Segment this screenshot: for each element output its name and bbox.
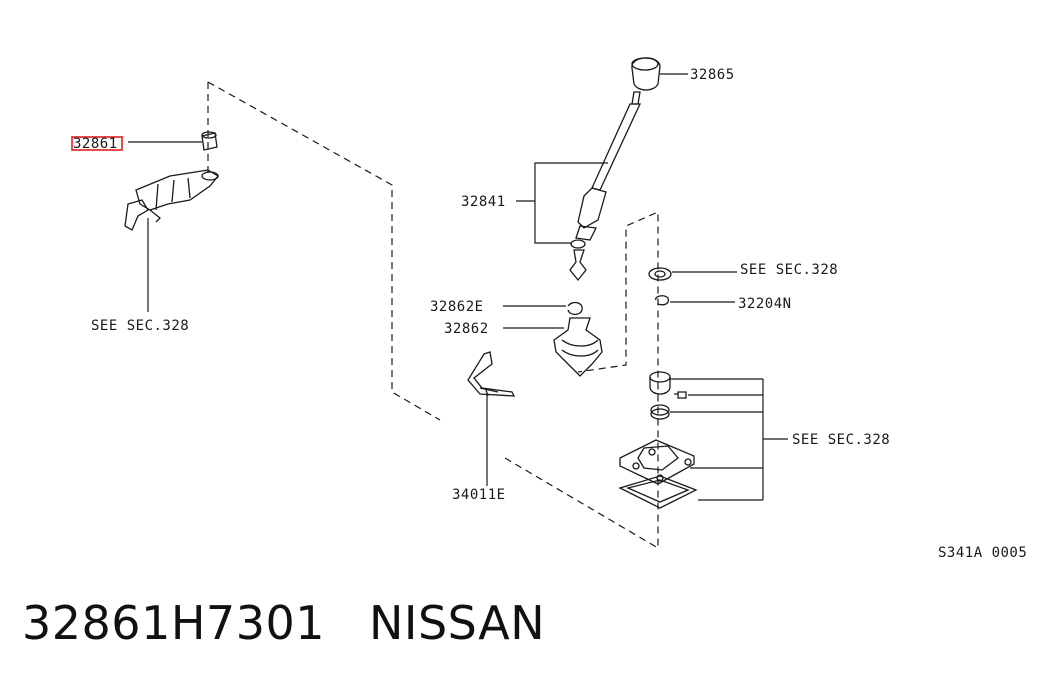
leader-see-sec-bottom [670,378,788,501]
brand-name: NISSAN [369,596,546,650]
control-lever-part[interactable] [569,91,642,282]
shift-knob-part[interactable] [631,57,661,91]
leader-32841 [534,162,608,244]
highlight-box [71,136,123,151]
seal-ring-part[interactable] [567,301,583,316]
label-see-sec-ring: SEE SEC.328 [740,262,838,278]
snap-ring-part[interactable] [655,295,670,306]
label-32204n: 32204N [738,296,792,312]
label-see-sec-bottom: SEE SEC.328 [792,432,890,448]
retaining-ring-part[interactable] [648,267,672,281]
label-32862: 32862 [444,321,489,337]
label-32841: 32841 [461,194,506,210]
assembly-boundary [207,81,659,550]
boot-part[interactable] [553,317,603,377]
part-number: 32861H7301 [22,596,325,650]
clip-part[interactable] [467,351,516,397]
label-32862e: 32862E [430,299,484,315]
label-see-sec-left: SEE SEC.328 [91,318,189,334]
label-34011e: 34011E [452,487,506,503]
figure-code: S341A 0005 [938,545,1027,561]
label-32861: 32861 [73,136,118,152]
lower-assembly-parts[interactable] [618,371,698,509]
label-32865: 32865 [690,67,735,83]
footer-caption: 32861H7301 NISSAN [22,596,545,650]
selector-lever-assembly[interactable] [124,169,219,231]
bushing-part[interactable] [201,131,218,151]
